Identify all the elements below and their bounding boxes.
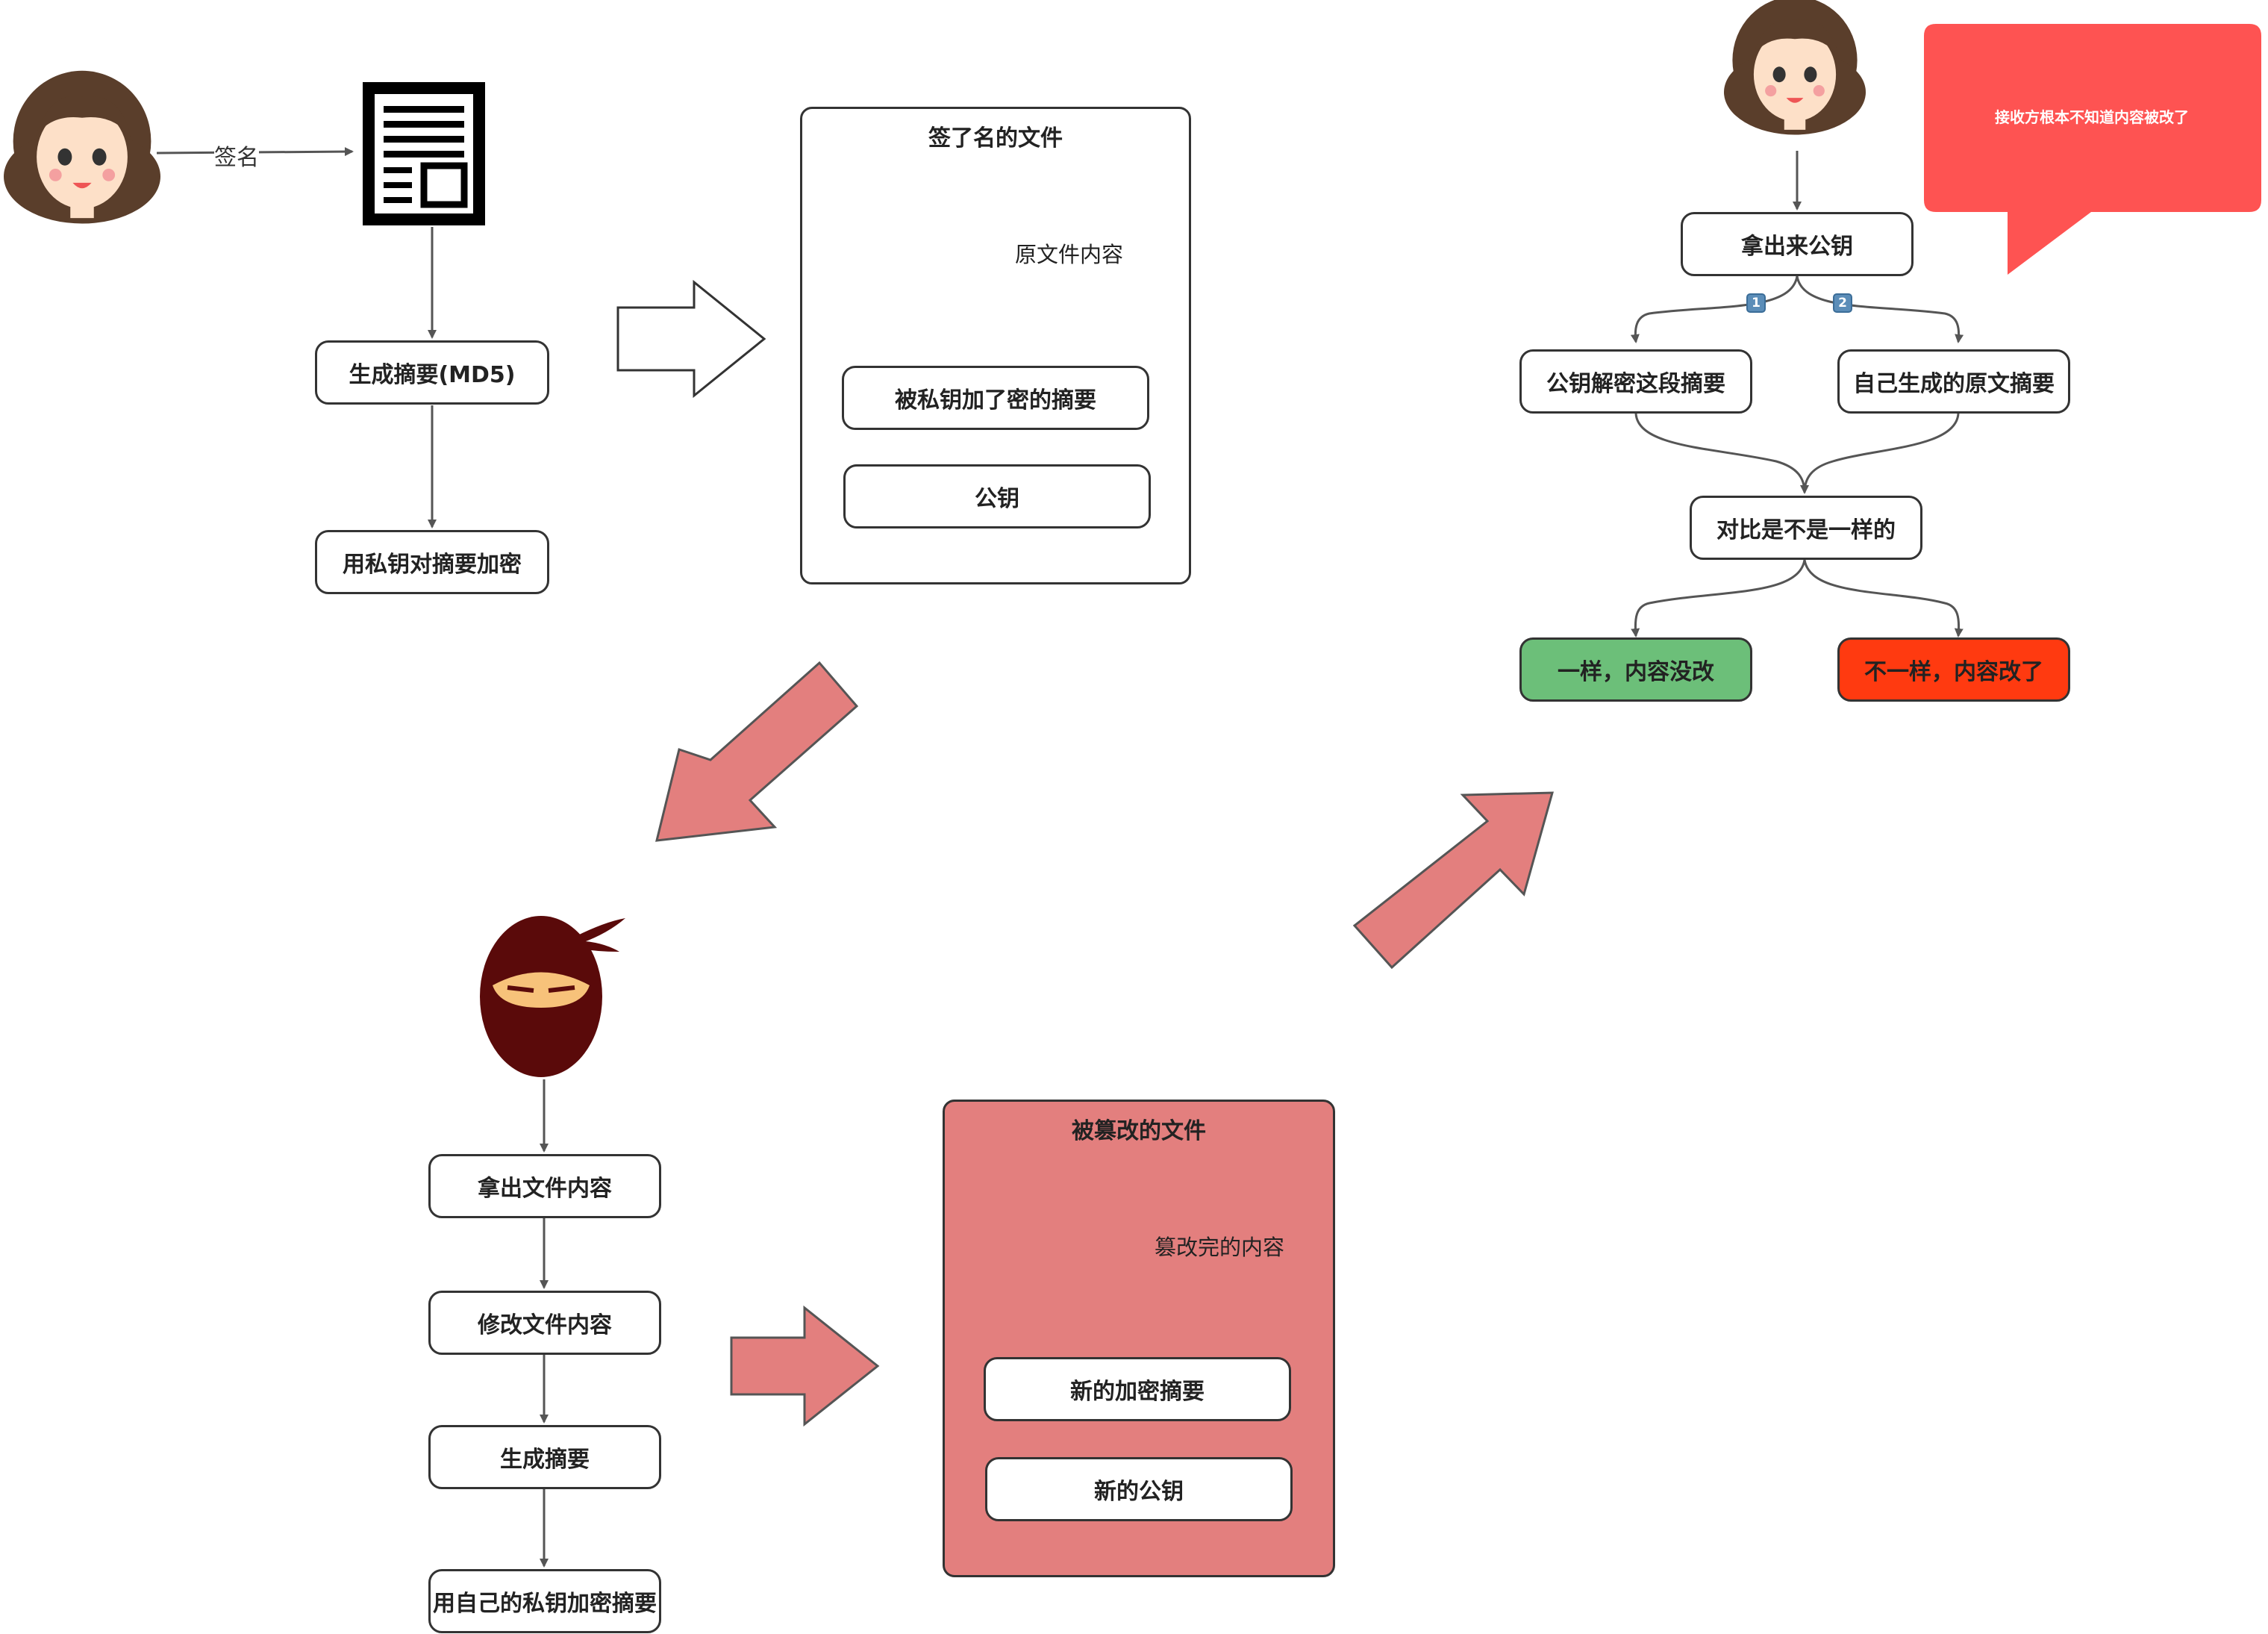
- step-compare[interactable]: 对比是不是一样的: [1690, 496, 1922, 560]
- signed-file-title: 签了名的文件: [928, 125, 1063, 152]
- new-encrypted-digest-box[interactable]: 新的加密摘要: [984, 1357, 1291, 1421]
- forward-arrow: [1352, 791, 1554, 970]
- step-modify-content[interactable]: 修改文件内容: [428, 1291, 661, 1355]
- step-new-digest[interactable]: 生成摘要: [428, 1425, 661, 1489]
- pink-right-arrow: [730, 1305, 880, 1427]
- sign-label: 签名: [214, 139, 259, 172]
- result-same[interactable]: 一样，内容没改: [1519, 637, 1752, 702]
- step-decrypt-digest[interactable]: 公钥解密这段摘要: [1519, 349, 1752, 414]
- receiver-avatar-icon: [1724, 0, 1866, 135]
- encrypted-digest-box[interactable]: 被私钥加了密的摘要: [842, 366, 1149, 430]
- result-different[interactable]: 不一样，内容改了: [1837, 637, 2070, 702]
- new-public-key-box[interactable]: 新的公钥: [985, 1457, 1293, 1521]
- ninja-icon: [480, 916, 625, 1077]
- tamper-arrow: [655, 661, 859, 842]
- step-extract-content[interactable]: 拿出文件内容: [428, 1154, 661, 1218]
- step-generate-digest[interactable]: 生成摘要(MD5): [315, 340, 549, 405]
- tampered-file-title: 被篡改的文件: [1072, 1118, 1206, 1144]
- step-generate-own-digest[interactable]: 自己生成的原文摘要: [1837, 349, 2070, 414]
- signer-avatar-icon: [4, 70, 160, 224]
- branch-badge-1: 1: [1746, 293, 1766, 313]
- step-get-public-key[interactable]: 拿出来公钥: [1681, 212, 1914, 276]
- step-encrypt-digest[interactable]: 用私钥对摘要加密: [315, 530, 549, 594]
- callout-text: 接收方根本不知道内容被改了: [1995, 107, 2189, 126]
- step-encrypt-with-own-key[interactable]: 用自己的私钥加密摘要: [428, 1569, 661, 1633]
- hollow-right-arrow: [616, 279, 766, 399]
- callout-bubble: [1924, 24, 2261, 275]
- original-content-label: 原文件内容: [1015, 242, 1124, 267]
- branch-badge-2: 2: [1833, 293, 1852, 313]
- signer-document-icon: [363, 82, 485, 225]
- public-key-box[interactable]: 公钥: [843, 464, 1151, 528]
- tampered-content-label: 篡改完的内容: [1155, 1235, 1285, 1260]
